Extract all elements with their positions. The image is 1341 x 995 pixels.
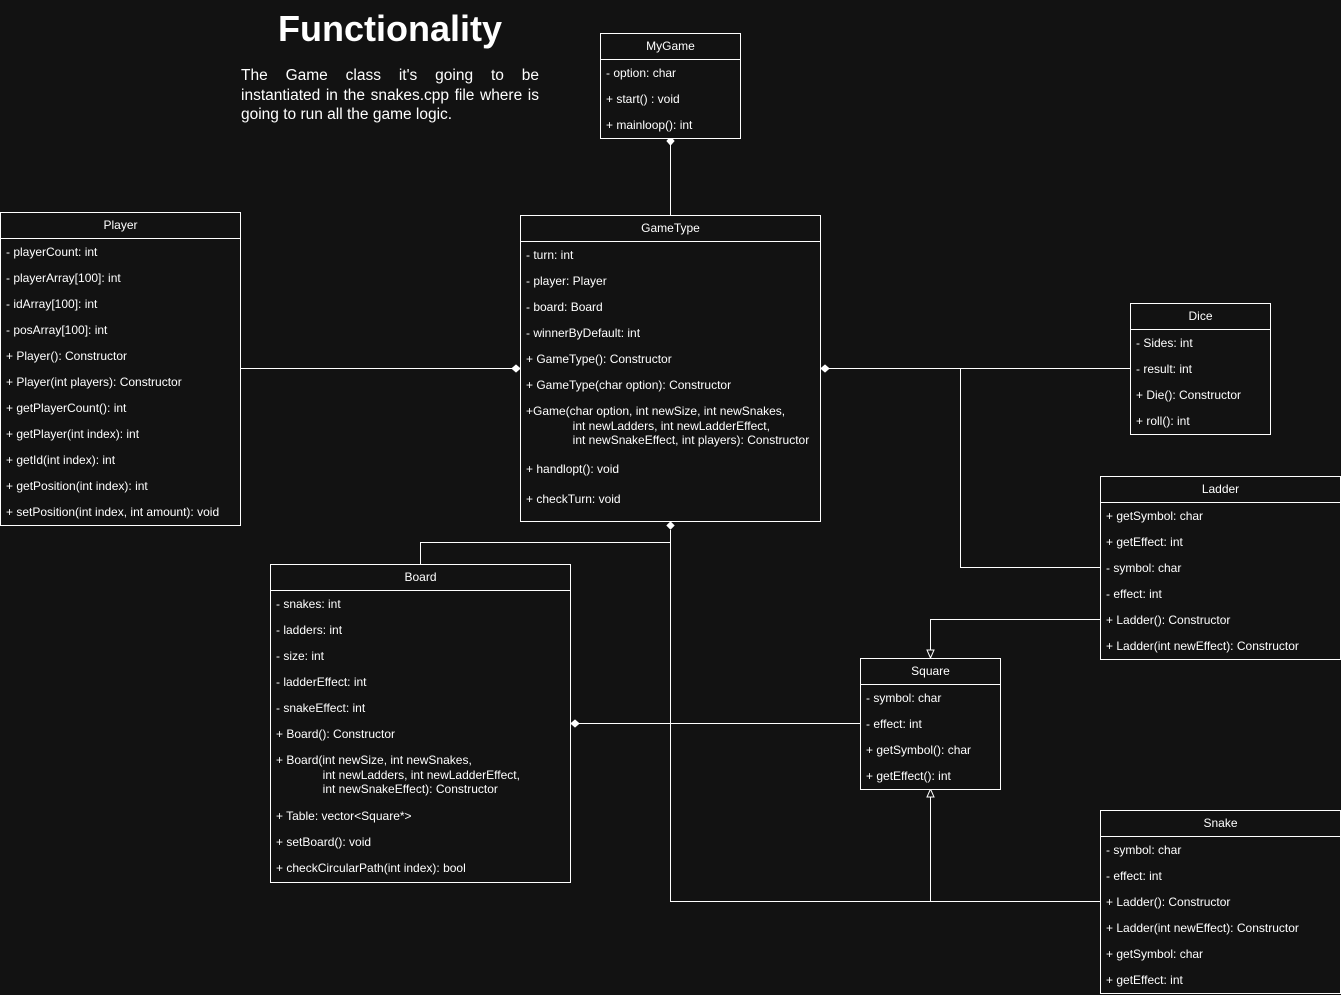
- class-name: MyGame: [601, 34, 740, 60]
- class-member: - playerCount: int: [6, 245, 98, 259]
- class-member: - player: Player: [526, 274, 607, 288]
- class-player[interactable]: Player - playerCount: int - playerArray[…: [0, 212, 241, 526]
- class-name: Board: [271, 565, 570, 591]
- class-member: + getSymbol(): char: [866, 743, 972, 757]
- composition-diamond-icon: [570, 719, 580, 728]
- class-board[interactable]: Board - snakes: int - ladders: int - siz…: [270, 564, 571, 883]
- class-name: Snake: [1101, 811, 1340, 837]
- class-member: + setPosition(int index, int amount): vo…: [6, 505, 220, 519]
- class-members: - snakes: int - ladders: int - size: int…: [271, 591, 570, 881]
- class-member: - symbol: char: [1106, 561, 1182, 575]
- class-member: + getEffect: int: [1106, 973, 1183, 987]
- class-member: + checkTurn: void: [526, 491, 621, 506]
- class-member: - ladderEffect: int: [276, 675, 367, 689]
- class-member: + getSymbol: char: [1106, 947, 1204, 961]
- class-member: + getPlayerCount(): int: [6, 401, 127, 415]
- class-member: + Board(int newSize, int newSnakes, int …: [276, 753, 520, 796]
- inheritance-arrow-icon: [926, 649, 935, 660]
- class-member: + GameType(char option): Constructor: [526, 378, 732, 392]
- class-member: - playerArray[100]: int: [6, 271, 121, 285]
- inheritance-arrow-icon: [926, 787, 935, 798]
- class-dice[interactable]: Dice - Sides: int - result: int + Die():…: [1130, 303, 1271, 435]
- class-member: + getEffect(): int: [866, 769, 951, 783]
- class-member: - ladders: int: [276, 623, 343, 637]
- connector-ladder-square: [930, 619, 1100, 650]
- class-member: - result: int: [1136, 362, 1193, 376]
- composition-diamond-icon: [666, 136, 675, 146]
- class-name: GameType: [521, 216, 820, 242]
- class-member: - option: char: [606, 66, 677, 80]
- class-members: - playerCount: int - playerArray[100]: i…: [1, 239, 240, 525]
- connector-snake-gametype: [670, 542, 1100, 902]
- class-member: - posArray[100]: int: [6, 323, 108, 337]
- class-member: + mainloop(): int: [606, 118, 693, 132]
- class-member: + getEffect: int: [1106, 535, 1183, 549]
- class-square[interactable]: Square - symbol: char - effect: int + ge…: [860, 658, 1001, 790]
- class-member: - snakeEffect: int: [276, 701, 366, 715]
- class-member: - symbol: char: [1106, 843, 1182, 857]
- class-member: + getId(int index): int: [6, 453, 116, 467]
- class-member: - effect: int: [1106, 587, 1162, 601]
- class-ladder[interactable]: Ladder + getSymbol: char + getEffect: in…: [1100, 476, 1341, 660]
- class-member: + Player(int players): Constructor: [6, 375, 182, 389]
- class-snake[interactable]: Snake - symbol: char - effect: int + Lad…: [1100, 810, 1341, 994]
- class-members: - Sides: int - result: int + Die(): Cons…: [1131, 330, 1270, 434]
- class-members: + getSymbol: char + getEffect: int - sym…: [1101, 503, 1340, 659]
- class-member: + roll(): int: [1136, 414, 1190, 428]
- class-member: - turn: int: [526, 248, 574, 262]
- connector-board-gametype: [420, 530, 671, 564]
- connector-ladder-gametype: [960, 368, 1100, 568]
- class-member: - Sides: int: [1136, 336, 1193, 350]
- class-member: + Ladder(int newEffect): Constructor: [1106, 639, 1299, 653]
- composition-diamond-icon: [511, 364, 521, 373]
- class-member: + Ladder(): Constructor: [1106, 895, 1231, 909]
- class-member: - winnerByDefault: int: [526, 326, 641, 340]
- class-members: - symbol: char - effect: int + getSymbol…: [861, 685, 1000, 789]
- description-text: The Game class it's going to be instanti…: [241, 67, 539, 123]
- class-member: + Board(): Constructor: [276, 727, 396, 741]
- class-member: - symbol: char: [866, 691, 942, 705]
- class-member: + Die(): Constructor: [1136, 388, 1242, 402]
- class-member: + start() : void: [606, 92, 680, 106]
- class-member: + Table: vector<Square*>: [276, 808, 412, 823]
- class-member: + GameType(): Constructor: [526, 352, 672, 366]
- class-member: +Game(char option, int newSize, int newS…: [526, 404, 810, 447]
- class-member: + getPlayer(int index): int: [6, 427, 140, 441]
- class-member: + getPosition(int index): int: [6, 479, 148, 493]
- class-mygame[interactable]: MyGame - option: char + start() : void +…: [600, 33, 741, 139]
- class-members: - turn: int - player: Player - board: Bo…: [521, 242, 820, 512]
- class-member: - effect: int: [866, 717, 922, 731]
- class-member: - idArray[100]: int: [6, 297, 98, 311]
- class-member: + Ladder(int newEffect): Constructor: [1106, 921, 1299, 935]
- class-gametype[interactable]: GameType - turn: int - player: Player - …: [520, 215, 821, 522]
- class-member: + setBoard(): void: [276, 834, 372, 849]
- page-title: Functionality: [278, 8, 502, 49]
- class-member: + checkCircularPath(int index): bool: [276, 860, 466, 875]
- composition-diamond-icon: [666, 521, 675, 530]
- class-member: + Ladder(): Constructor: [1106, 613, 1231, 627]
- class-name: Square: [861, 659, 1000, 685]
- class-member: + handlopt(): void: [526, 461, 620, 476]
- class-member: - effect: int: [1106, 869, 1162, 883]
- class-member: + getSymbol: char: [1106, 509, 1204, 523]
- class-name: Dice: [1131, 304, 1270, 330]
- class-name: Ladder: [1101, 477, 1340, 503]
- class-member: - snakes: int: [276, 597, 341, 611]
- class-member: + Player(): Constructor: [6, 349, 128, 363]
- class-member: - size: int: [276, 649, 325, 663]
- class-member: - board: Board: [526, 300, 603, 314]
- class-members: - symbol: char - effect: int + Ladder():…: [1101, 837, 1340, 993]
- composition-diamond-icon: [820, 364, 830, 373]
- class-name: Player: [1, 213, 240, 239]
- class-members: - option: char + start() : void + mainlo…: [601, 60, 740, 138]
